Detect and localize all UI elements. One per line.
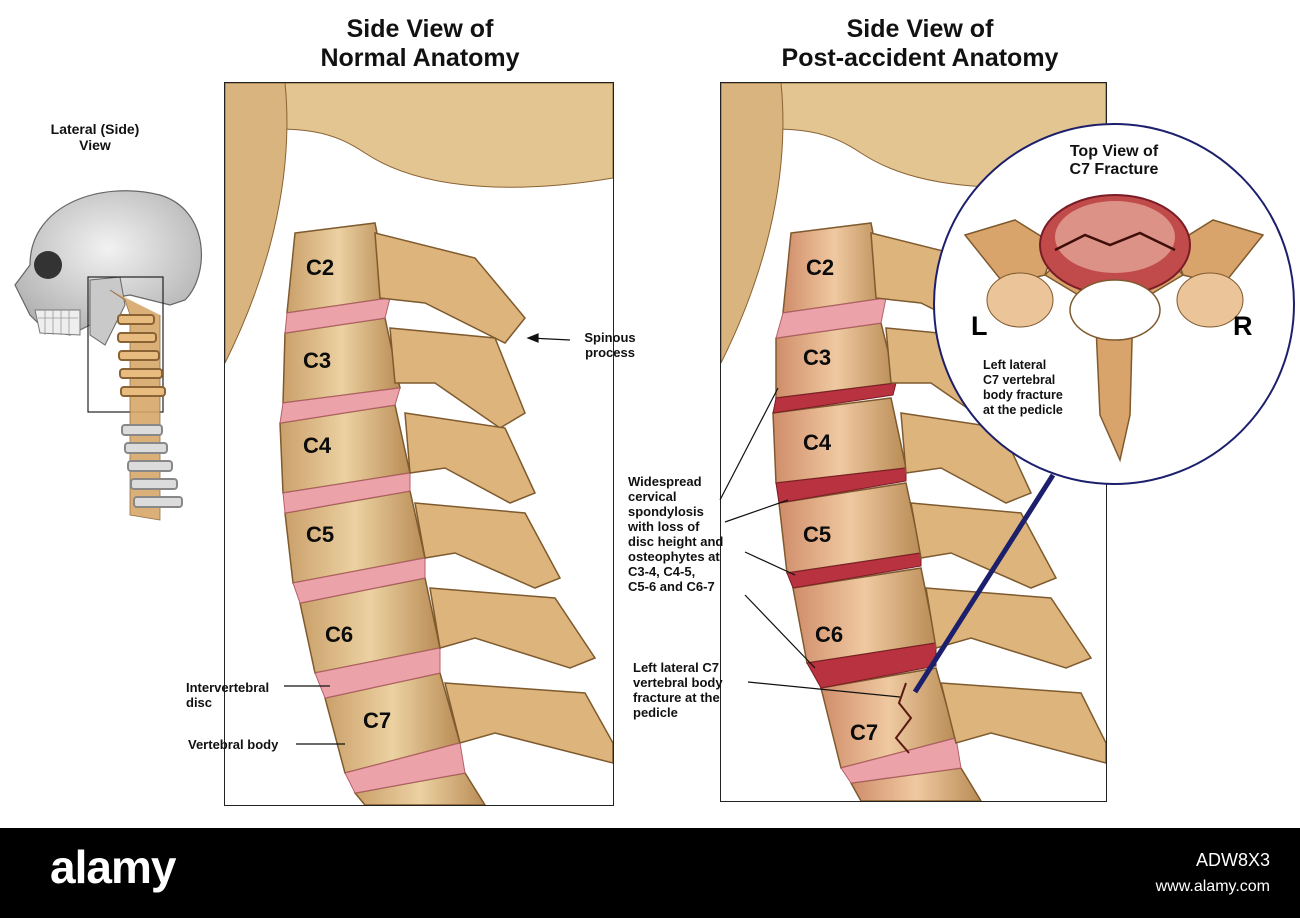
normal-vertebra-label-c7: C7 — [363, 708, 392, 733]
normal-vertebra-label-c6: C6 — [325, 622, 354, 647]
inset-pointer — [912, 473, 1056, 694]
footer-bar: alamy ADW8X3 www.alamy.com — [0, 828, 1300, 918]
spondylosis-leader-c34 — [719, 387, 779, 501]
footer-url[interactable]: www.alamy.com — [1155, 878, 1270, 895]
spondylosis-leader-c67 — [744, 594, 816, 669]
normal-vertebra-label-c3: C3 — [303, 348, 332, 373]
post-vertebra-label-c5: C5 — [803, 522, 832, 547]
normal-anatomy-frame — [224, 82, 614, 806]
intervertebral-disc-label: Intervertebral disc — [186, 680, 270, 710]
c7-top-view-illustration — [963, 194, 1265, 463]
left-side-letter: L — [971, 311, 988, 341]
spinous-process-arrowhead — [526, 333, 539, 343]
right-side-letter: R — [1233, 311, 1253, 341]
image-id: ADW8X3 — [1195, 850, 1270, 870]
post-panel-title: Side View of Post-accident Anatomy — [781, 15, 1059, 72]
alamy-logo: alamy — [50, 841, 176, 893]
skull-panel-title: Lateral (Side) View — [50, 121, 140, 153]
fracture-label: Left lateral C7 vertebral body fracture … — [633, 660, 723, 720]
spondylosis-leader-c45 — [724, 499, 789, 523]
post-vertebra-label-c2: C2 — [806, 255, 835, 280]
skull-illustration — [14, 190, 202, 521]
post-vertebra-label-c6: C6 — [815, 622, 844, 647]
post-vertebra-label-c3: C3 — [803, 345, 832, 370]
spondylosis-leader-c56 — [744, 551, 796, 576]
spinous-process-label: Spinous process — [584, 330, 636, 360]
spondylosis-label: Widespread cervical spondylosis with los… — [628, 474, 724, 594]
inset-title: Top View of C7 Fracture — [1069, 143, 1159, 178]
normal-vertebra-label-c4: C4 — [303, 433, 332, 458]
post-vertebra-label-c4: C4 — [803, 430, 832, 455]
c7-top-view-inset: Top View of C7 Fracture L R Left lateral… — [933, 123, 1295, 485]
vertebral-body-label: Vertebral body — [188, 737, 279, 752]
normal-vertebra-label-c2: C2 — [306, 255, 335, 280]
leader-lines — [284, 333, 1056, 745]
normal-spine-illustration — [225, 83, 613, 805]
fracture-leader — [747, 681, 901, 698]
normal-panel-title: Side View of Normal Anatomy — [320, 15, 520, 72]
post-vertebra-label-c7: C7 — [850, 720, 879, 745]
normal-vertebra-label-c5: C5 — [306, 522, 335, 547]
inset-caption: Left lateral C7 vertebral body fracture … — [983, 358, 1063, 417]
